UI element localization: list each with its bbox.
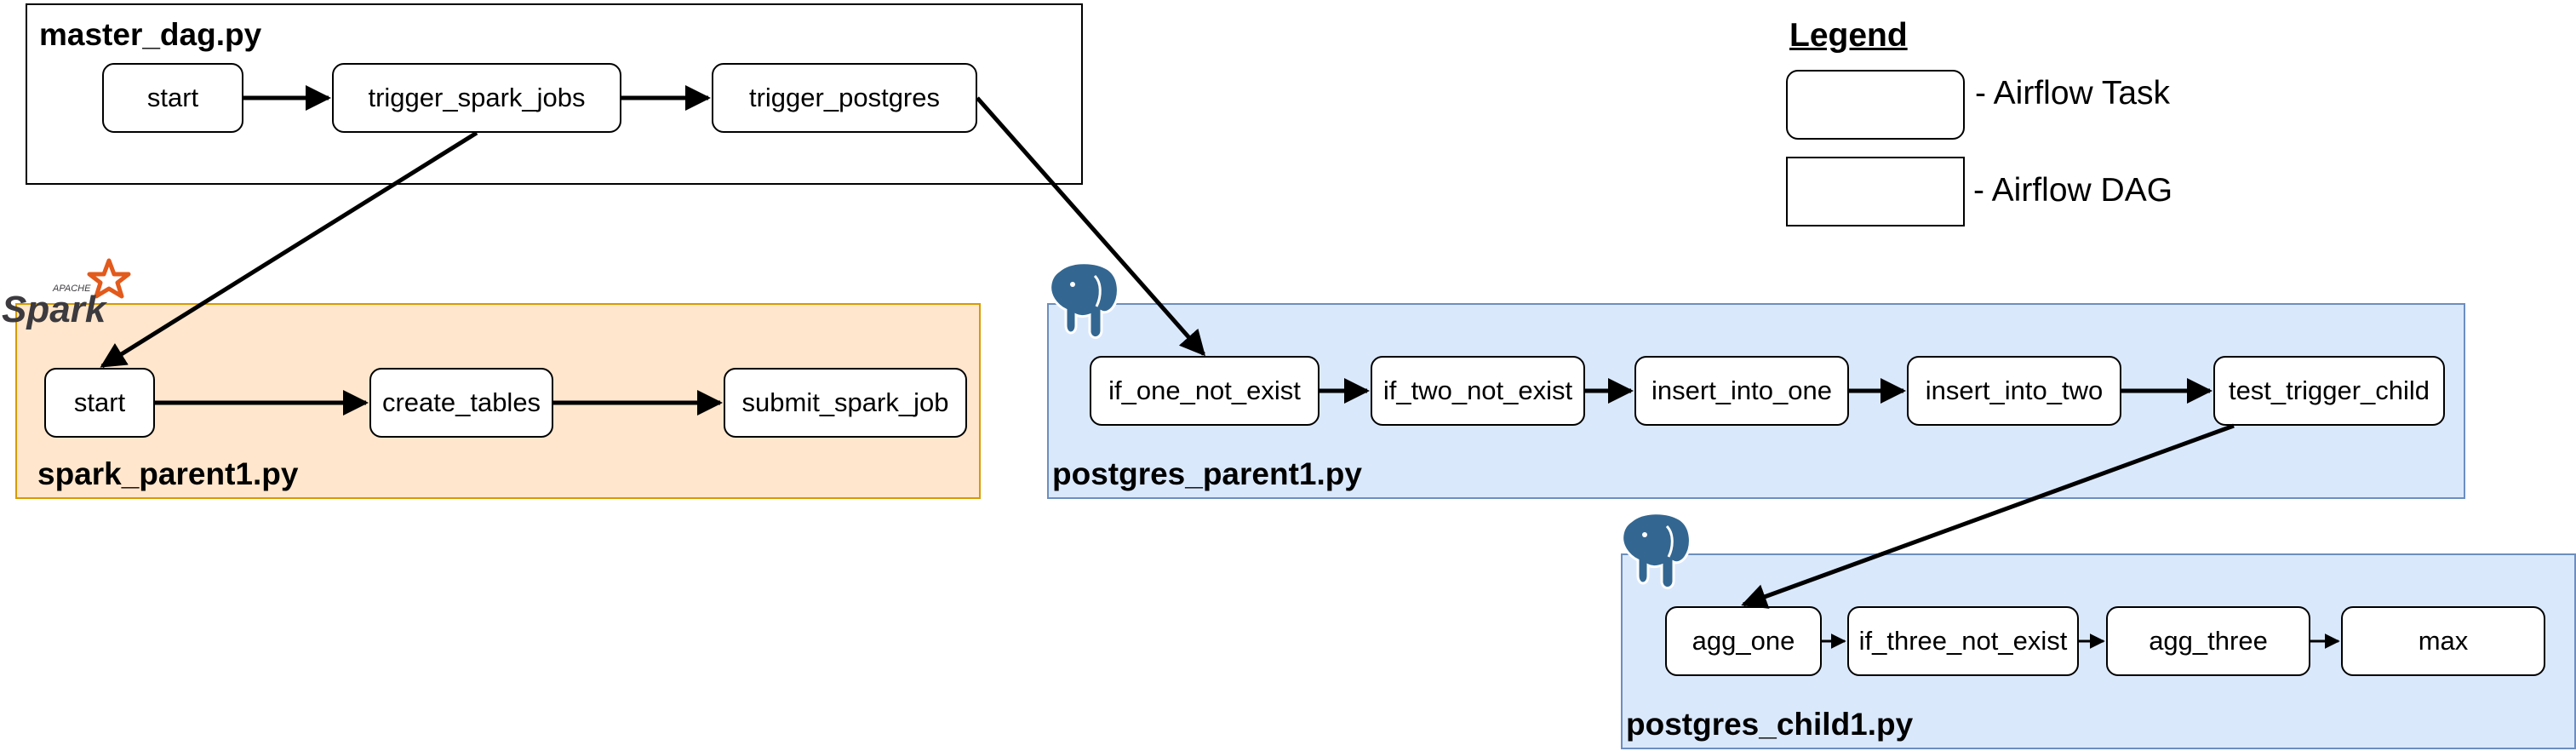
task-test-trigger-child: test_trigger_child [2213,356,2445,426]
task-trigger-spark-jobs: trigger_spark_jobs [332,63,621,133]
task-create-tables: create_tables [369,368,553,438]
task-agg-three: agg_three [2106,606,2310,676]
task-agg-one: agg_one [1665,606,1822,676]
dag-title-spark-parent: spark_parent1.py [37,456,299,491]
task-submit-spark-job: submit_spark_job [724,368,967,438]
task-max: max [2341,606,2545,676]
spark-logo-text: Spark [2,289,108,330]
postgresql-elephant-child-icon [1614,509,1696,594]
spark-logo-small-text: APACHE [52,284,91,294]
legend-dag-label: - Airflow DAG [1973,172,2173,209]
postgresql-elephant-icon [1042,259,1124,344]
legend-title: Legend [1789,17,1908,54]
task-if-one-not-exist: if_one_not_exist [1090,356,1319,426]
task-trigger-postgres: trigger_postgres [712,63,977,133]
task-insert-into-two: insert_into_two [1907,356,2121,426]
task-insert-into-one: insert_into_one [1634,356,1849,426]
task-spark-start: start [44,368,155,438]
dag-title-master: master_dag.py [39,17,262,52]
dag-title-postgres-parent: postgres_parent1.py [1052,456,1362,491]
task-if-two-not-exist: if_two_not_exist [1371,356,1585,426]
apache-spark-logo-icon: APACHE Spark [0,255,136,332]
legend-dag-swatch [1786,157,1965,226]
dag-master [26,3,1083,185]
task-master-start: start [102,63,243,133]
legend-task-label: - Airflow Task [1975,75,2171,112]
dag-title-postgres-child: postgres_child1.py [1626,707,1914,742]
legend-task-swatch [1786,70,1965,140]
task-if-three-not-exist: if_three_not_exist [1847,606,2079,676]
